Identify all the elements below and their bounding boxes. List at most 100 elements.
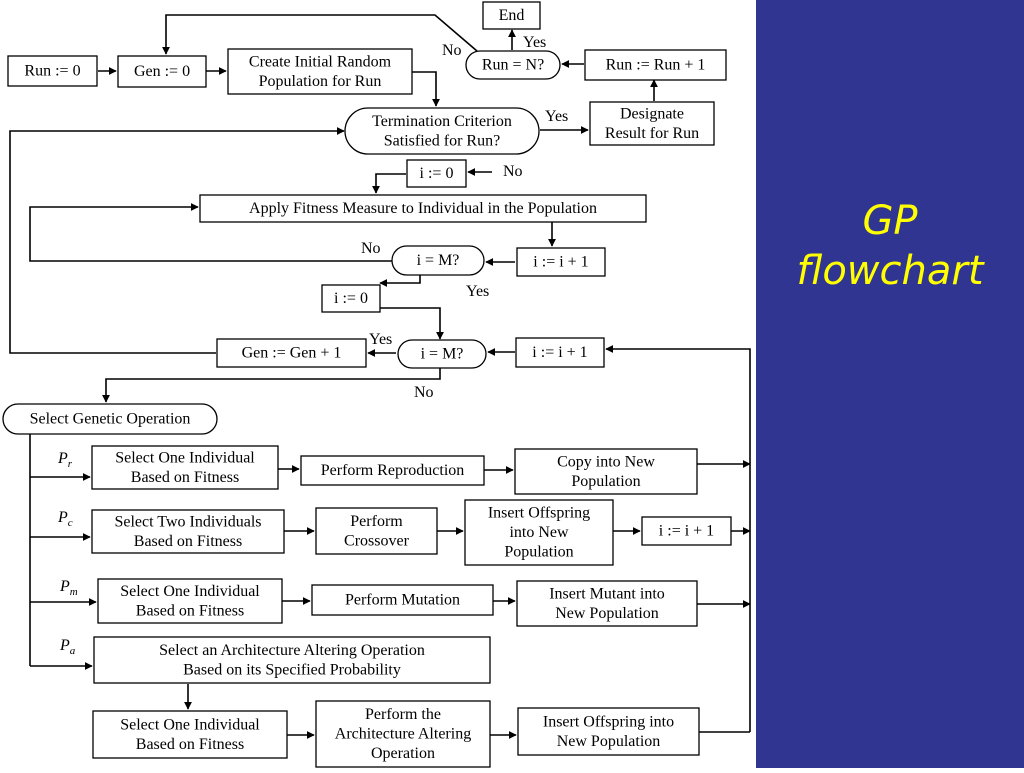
flowchart-nodes: End Run := 0 Gen := 0 Create Initial Ran…: [2, 1, 732, 768]
node-label: i := i + 1: [533, 254, 588, 271]
node-label: i := i + 1: [659, 523, 714, 540]
label-no-top: No: [442, 42, 462, 59]
prob-label-architecture: Pa: [59, 637, 76, 657]
node-i-inc-a: i := i + 1: [516, 247, 606, 277]
node-label: Gen := 0: [134, 63, 190, 80]
node-label: Based on its Specified Probability: [183, 661, 401, 678]
node-label: Population: [571, 473, 640, 490]
node-label: New Population: [557, 733, 661, 750]
node-label: i := 0: [334, 290, 368, 307]
node-select-architecture-operation: Select an Architecture Altering Operatio…: [93, 636, 491, 684]
node-label: Select Genetic Operation: [30, 411, 191, 428]
node-label: Operation: [371, 745, 435, 762]
edge-return-spine: [605, 345, 751, 732]
node-label: Select One Individual: [120, 583, 260, 600]
flowchart-edges: [9, 14, 751, 739]
node-label: Select One Individual: [120, 716, 260, 733]
title-sidebar: GP flowchart: [756, 0, 1024, 768]
prob-label-crossover: Pc: [57, 509, 73, 529]
node-label: Perform Mutation: [345, 592, 460, 609]
node-label: Based on Fitness: [131, 469, 239, 486]
prob-label-mutation: Pm: [59, 578, 78, 598]
node-label: Select One Individual: [115, 449, 255, 466]
node-label: Based on Fitness: [136, 736, 244, 753]
branch-labels: Pr Pc Pm Pa: [57, 450, 78, 657]
node-label: Architecture Altering: [335, 726, 471, 743]
node-run-inc: Run := Run + 1: [584, 49, 727, 81]
node-label: Based on Fitness: [134, 533, 242, 550]
node-perform-reproduction: Perform Reproduction: [300, 455, 485, 486]
node-label: Population for Run: [259, 73, 382, 90]
label-no-term: No: [503, 163, 523, 180]
slide-title: GP flowchart: [796, 198, 984, 294]
edge-geninc-loop-term: [9, 127, 345, 354]
node-label: Run = N?: [482, 57, 544, 74]
node-label: Crossover: [344, 532, 410, 549]
node-label: Based on Fitness: [136, 602, 244, 619]
node-label: Select an Architecture Altering Operatio…: [159, 642, 425, 659]
node-label: Run := 0: [24, 63, 80, 80]
label-yes-term: Yes: [545, 108, 568, 125]
node-i-inc-b: i := i + 1: [515, 337, 605, 368]
node-run-eq-n: Run = N?: [465, 50, 561, 80]
node-label: Apply Fitness Measure to Individual in t…: [249, 200, 597, 217]
node-label: Perform Reproduction: [321, 462, 465, 479]
node-label: Perform: [350, 513, 403, 530]
edge-i0-fitness: [372, 173, 406, 194]
node-label: Result for Run: [605, 125, 699, 142]
node-label: i := 0: [420, 165, 454, 182]
node-label: Create Initial Random: [249, 53, 392, 70]
node-label: Satisfied for Run?: [384, 132, 500, 149]
prob-label-reproduction: Pr: [57, 450, 73, 470]
node-label: Population: [504, 544, 573, 561]
node-apply-fitness: Apply Fitness Measure to Individual in t…: [199, 194, 647, 223]
node-label: into New: [509, 524, 569, 541]
node-label: i = M?: [417, 252, 460, 269]
node-label: Insert Offspring into: [543, 713, 674, 730]
node-label: Insert Mutant into: [549, 585, 665, 602]
node-label: New Population: [555, 605, 659, 622]
node-label: Gen := Gen + 1: [242, 345, 342, 362]
node-label: Perform the: [365, 706, 441, 723]
node-select-genetic-operation: Select Genetic Operation: [2, 403, 218, 435]
node-i-inc-c: i := i + 1: [641, 516, 732, 546]
node-label: i = M?: [421, 346, 464, 363]
label-yes-end: Yes: [523, 34, 546, 51]
edge-runeq-no-loop: [162, 14, 478, 55]
label-no-gen: No: [414, 384, 434, 401]
label-no-fitness: No: [361, 240, 381, 257]
edge-ieqm-no-loop: [29, 203, 392, 262]
edge-i0-ieqm2: [380, 307, 444, 340]
node-label: Designate: [620, 105, 684, 122]
node-i-eq-m-b: i = M?: [397, 339, 487, 369]
node-label: Select Two Individuals: [114, 513, 261, 530]
edge-ieqm2-no-select: [102, 367, 441, 403]
flowchart-canvas: End Run := 0 Gen := 0 Create Initial Ran…: [2, 1, 751, 768]
node-label: End: [499, 7, 525, 24]
node-end: End: [482, 1, 541, 30]
flowchart-diagram: End Run := 0 Gen := 0 Create Initial Ran…: [2, 1, 751, 768]
node-run-0: Run := 0: [7, 55, 98, 87]
node-i-0-a: i := 0: [406, 159, 467, 188]
edge-create-term: [412, 71, 440, 107]
node-label: Copy into New: [557, 453, 655, 470]
node-label: Insert Offspring: [488, 505, 590, 522]
edge-labels: Yes No Yes No No Yes Yes No: [361, 34, 568, 401]
node-i-eq-m-a: i = M?: [391, 245, 485, 276]
edge-ieqm-yes-i0: [379, 275, 421, 287]
node-gen-inc: Gen := Gen + 1: [216, 338, 367, 368]
node-i-0-b: i := 0: [321, 284, 381, 313]
